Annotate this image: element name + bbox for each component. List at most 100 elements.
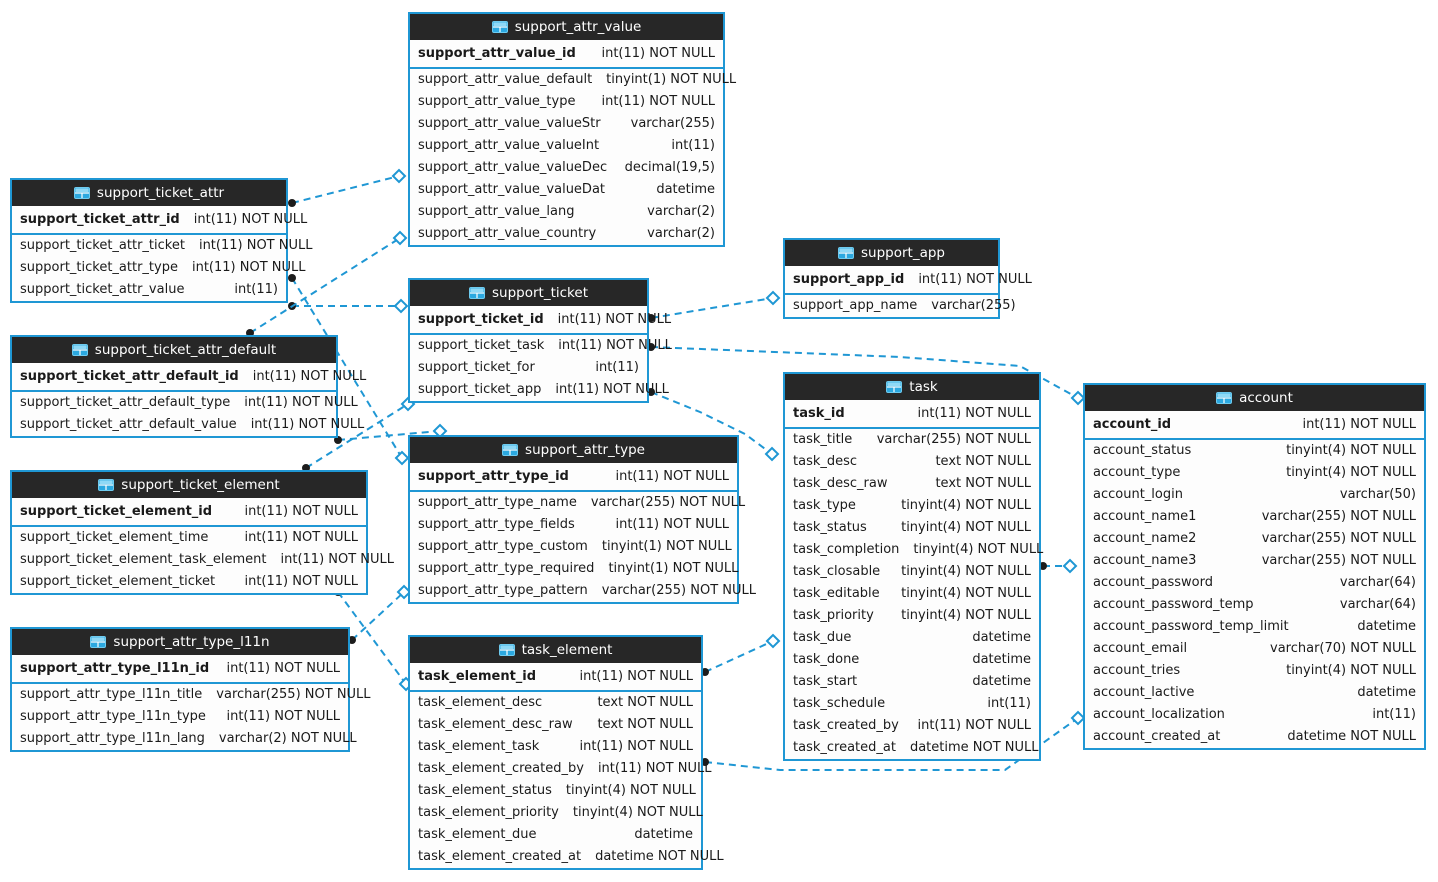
table-header[interactable]: support_app bbox=[785, 240, 998, 266]
table-header[interactable]: support_attr_type_l11n bbox=[12, 629, 348, 655]
table-header[interactable]: support_ticket_element bbox=[12, 472, 366, 498]
table-header[interactable]: task_element bbox=[410, 637, 701, 663]
table-header[interactable]: support_attr_value bbox=[410, 14, 723, 40]
column-name: task_type bbox=[793, 498, 856, 513]
table-header[interactable]: account bbox=[1085, 385, 1424, 411]
table-header[interactable]: support_ticket_attr_default bbox=[12, 337, 336, 363]
table-header[interactable]: support_attr_type bbox=[410, 437, 737, 463]
table-header[interactable]: support_ticket_attr bbox=[12, 180, 286, 206]
column-name: support_attr_value_id bbox=[418, 46, 576, 61]
table-header[interactable]: support_ticket bbox=[410, 280, 647, 306]
table-header[interactable]: task bbox=[785, 374, 1039, 400]
